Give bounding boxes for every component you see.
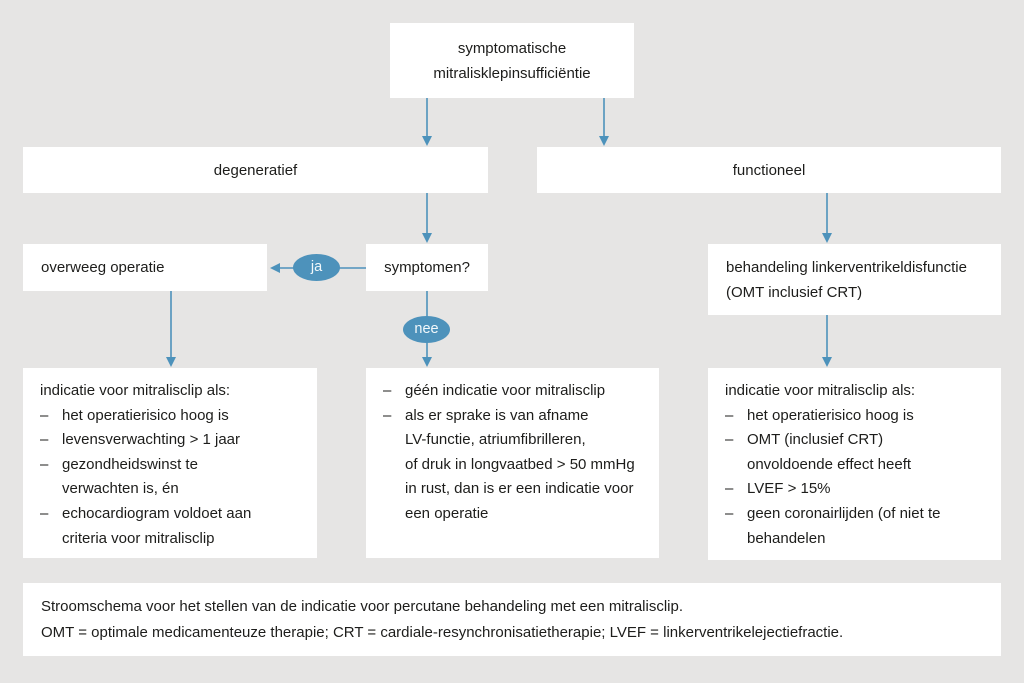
edge-label-nee: nee (403, 316, 450, 343)
list-item: – geen coronairlijden (of niet te behand… (725, 502, 984, 551)
item-text: LV-functie, atriumfibrilleren, (405, 431, 586, 449)
list-item: – levensverwachting > 1 jaar (40, 428, 300, 453)
node-degenerative: degeneratief (23, 147, 488, 193)
item-text: criteria voor mitralisclip (62, 529, 215, 547)
bullet-dash: – (40, 455, 49, 473)
item-text: in rust, dan is er een indicatie voor (405, 480, 634, 498)
node-middle-outcome: – géén indicatie voor mitralisclip – als… (366, 368, 659, 558)
bullet-dash: – (725, 406, 734, 424)
item-text: verwachten is, én (62, 480, 179, 498)
item-text: OMT (inclusief CRT) (747, 431, 884, 449)
node-left-outcome: indicatie voor mitralisclip als: – het o… (23, 368, 317, 558)
bullet-dash: – (40, 431, 49, 449)
node-text: overweeg operatie (41, 259, 165, 276)
edge-label-text: nee (414, 321, 439, 338)
list-item: – OMT (inclusief CRT) onvoldoende effect… (725, 428, 984, 477)
item-text: levensverwachting > 1 jaar (62, 431, 241, 449)
node-functional: functioneel (537, 147, 1001, 193)
node-right-outcome: indicatie voor mitralisclip als: – het o… (708, 368, 1001, 560)
node-text: behandeling linkerventrikeldisfunctie (726, 258, 967, 276)
list-item: – gezondheidswinst te verwachten is, én (40, 453, 300, 502)
node-text: degeneratief (213, 161, 298, 179)
edge-label-text: ja (310, 259, 323, 276)
list-item: – het operatierisico hoog is (725, 404, 984, 429)
node-text: symptomatische (457, 39, 567, 57)
figure-caption: Stroomschema voor het stellen van de ind… (23, 583, 1001, 656)
item-text: het operatierisico hoog is (62, 406, 229, 424)
node-lv-treatment: behandeling linkerventrikeldisfunctie (O… (708, 244, 1001, 315)
bullet-dash: – (725, 480, 734, 498)
node-text: functioneel (732, 161, 806, 179)
item-text: géén indicatie voor mitralisclip (405, 382, 606, 399)
item-text: onvoldoende effect heeft (747, 455, 912, 473)
item-text: LVEF > 15% (747, 480, 831, 498)
node-symptomatic-mr: symptomatische mitralisklepinsufficiënti… (390, 23, 634, 98)
item-text: een operatie (405, 504, 489, 522)
bullet-dash: – (383, 382, 392, 399)
list-item: – géén indicatie voor mitralisclip (383, 379, 642, 404)
list-item: – het operatierisico hoog is (40, 404, 300, 429)
edge-label-ja: ja (293, 254, 340, 281)
item-text: echocardiogram voldoet aan (62, 504, 252, 522)
caption-line: OMT = optimale medicamenteuze therapie; … (41, 624, 844, 641)
outcome-title: indicatie voor mitralisclip als: (40, 382, 231, 399)
bullet-dash: – (725, 431, 734, 449)
list-item: – echocardiogram voldoet aan criteria vo… (40, 502, 300, 551)
node-symptoms-question: symptomen? (366, 244, 488, 291)
bullet-dash: – (383, 406, 392, 424)
bullet-dash: – (40, 406, 49, 424)
item-text: behandelen (747, 529, 826, 547)
list-item: – LVEF > 15% (725, 477, 984, 502)
bullet-dash: – (40, 504, 49, 522)
item-text: of druk in longvaatbed > 50 mmHg (405, 455, 635, 473)
node-text: (OMT inclusief CRT) (726, 283, 863, 301)
outcome-title: indicatie voor mitralisclip als: (725, 382, 916, 399)
item-text: het operatierisico hoog is (747, 406, 914, 424)
item-text: geen coronairlijden (of niet te (747, 504, 941, 522)
node-text: symptomen? (384, 259, 470, 276)
node-consider-surgery: overweeg operatie (23, 244, 267, 291)
list-item: – als er sprake is van afname LV-functie… (383, 404, 642, 527)
item-text: gezondheidswinst te (62, 455, 198, 473)
item-text: als er sprake is van afname (405, 406, 589, 424)
caption-line: Stroomschema voor het stellen van de ind… (41, 598, 684, 615)
bullet-dash: – (725, 504, 734, 522)
node-text: mitralisklepinsufficiëntie (433, 64, 591, 82)
